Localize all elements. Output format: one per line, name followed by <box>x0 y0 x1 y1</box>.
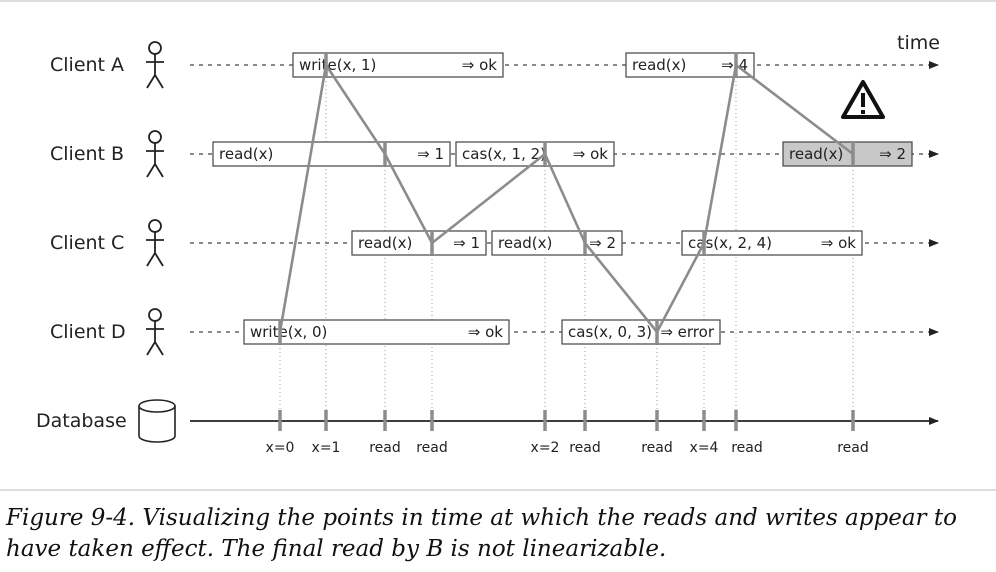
op-label: cas(x, 1, 2) <box>462 145 546 163</box>
op-result: ⇒ ok <box>573 145 609 163</box>
op-client-d-write: write(x, 0) ⇒ ok <box>243 319 510 345</box>
time-label: time <box>897 32 940 54</box>
op-label: cas(x, 2, 4) <box>688 234 772 252</box>
op-label: read(x) <box>632 56 686 74</box>
person-icon-client-c <box>146 219 164 267</box>
op-result: ⇒ 1 <box>417 145 444 163</box>
op-label: read(x) <box>498 234 552 252</box>
db-tick-label: read <box>731 440 763 456</box>
person-icon-client-b <box>146 130 164 178</box>
person-icon-client-d <box>146 308 164 356</box>
op-result: ⇒ 2 <box>589 234 616 252</box>
op-result: ⇒ ok <box>462 56 498 74</box>
db-tick-label: x=2 <box>531 440 560 456</box>
op-result: ⇒ ok <box>468 323 504 341</box>
linearizability-diagram: time Client A Client B Client C Client D… <box>0 0 996 491</box>
client-c-label: Client C <box>50 232 124 254</box>
linearization-path <box>278 63 854 334</box>
op-client-a-read: read(x) ⇒ 4 <box>625 52 755 78</box>
op-label: cas(x, 0, 3) <box>568 323 652 341</box>
op-client-c-cas: cas(x, 2, 4) ⇒ ok <box>681 230 863 256</box>
op-result: ⇒ error <box>660 323 714 341</box>
client-b-label: Client B <box>50 143 124 165</box>
op-client-b-read-2-not-linearizable: read(x) ⇒ 2 <box>782 141 913 167</box>
database-tick-marks <box>278 410 855 431</box>
op-label: read(x) <box>219 145 273 163</box>
db-tick-label: read <box>641 440 673 456</box>
op-label: write(x, 0) <box>250 323 327 341</box>
op-label: read(x) <box>358 234 412 252</box>
person-icon-client-a <box>146 41 164 89</box>
db-tick-label: read <box>369 440 401 456</box>
op-client-b-read-1: read(x) ⇒ 1 <box>212 141 451 167</box>
op-label: write(x, 1) <box>299 56 376 74</box>
op-client-b-cas: cas(x, 1, 2) ⇒ ok <box>455 141 615 167</box>
op-client-a-write: write(x, 1) ⇒ ok <box>292 52 504 78</box>
warning-triangle-icon <box>841 80 885 119</box>
op-result: ⇒ 2 <box>879 145 906 163</box>
op-label: read(x) <box>789 145 843 163</box>
op-client-d-cas: cas(x, 0, 3) ⇒ error <box>561 319 721 345</box>
database-cylinder-icon <box>138 399 176 443</box>
db-tick-label: read <box>569 440 601 456</box>
database-label: Database <box>36 410 127 432</box>
db-tick-label: x=1 <box>312 440 341 456</box>
db-tick-label: x=0 <box>266 440 295 456</box>
figure-caption: Figure 9-4. Visualizing the points in ti… <box>6 505 957 562</box>
op-result: ⇒ 1 <box>453 234 480 252</box>
db-tick-label: x=4 <box>690 440 719 456</box>
op-client-c-read-2: read(x) ⇒ 2 <box>491 230 623 256</box>
db-tick-label: read <box>416 440 448 456</box>
op-client-c-read-1: read(x) ⇒ 1 <box>351 230 487 256</box>
client-d-label: Client D <box>50 321 126 343</box>
effect-point-markers <box>278 53 855 344</box>
client-a-label: Client A <box>50 54 124 76</box>
db-tick-label: read <box>837 440 869 456</box>
op-result: ⇒ ok <box>821 234 857 252</box>
